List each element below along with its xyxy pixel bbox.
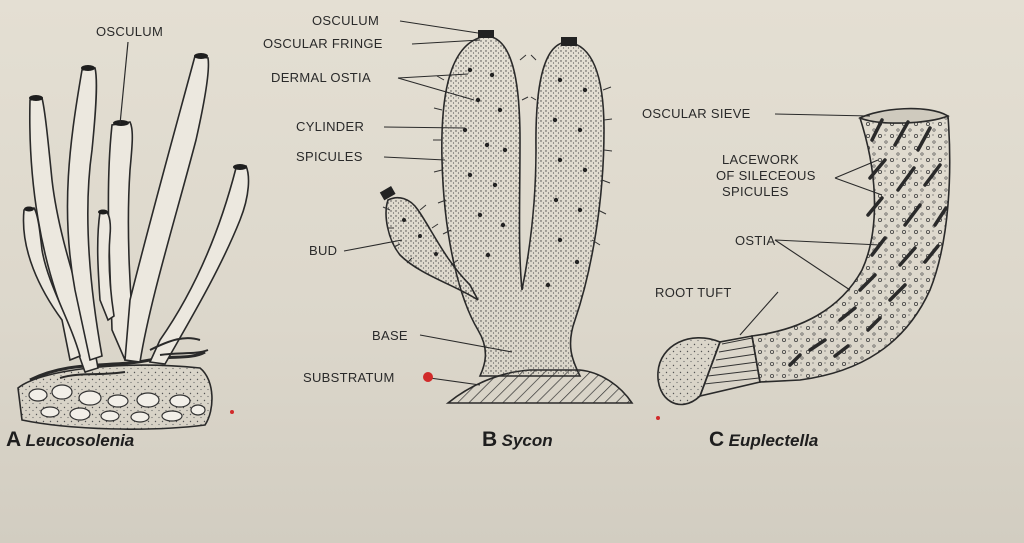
tube-4 [124, 55, 210, 363]
label-oscular-sieve: OSCULAR SIEVE [642, 106, 751, 121]
label-substratum: SUBSTRATUM [303, 370, 395, 385]
red-ink-mark-c [656, 416, 660, 420]
label-lacework: LACEWORK OF SILECEOUS SPICULES [716, 152, 816, 200]
label-base: BASE [372, 328, 408, 343]
red-ink-mark-a [230, 410, 234, 414]
caption-c-letter: C [709, 428, 725, 451]
tube-2 [66, 67, 103, 362]
leucosolenia-drawing [17, 41, 250, 430]
caption-c-name: Euplectella [728, 431, 819, 450]
euplectella-drawing [657, 107, 951, 406]
sycon-body [441, 35, 605, 377]
label-dermal-ostia: DERMAL OSTIA [271, 70, 371, 85]
label-oscular-fringe: OSCULAR FRINGE [263, 36, 383, 51]
caption-a-letter: A [6, 428, 22, 451]
caption-b-name: Sycon [501, 431, 553, 450]
label-root-tuft: ROOT TUFT [655, 285, 732, 300]
tube-5 [148, 165, 250, 365]
red-ink-mark [423, 372, 433, 382]
label-osculum-a: OSCULUM [96, 24, 164, 39]
sycon-bud [385, 196, 479, 301]
caption-a: A Leucosolenia [6, 428, 134, 452]
caption-b-letter: B [482, 428, 498, 451]
label-lacework-line1: LACEWORK [722, 152, 799, 167]
label-bud: BUD [309, 243, 338, 258]
label-osculum-b: OSCULUM [312, 13, 380, 28]
label-spicules: SPICULES [296, 149, 363, 164]
sycon-drawing [343, 20, 634, 404]
caption-b: B Sycon [482, 428, 553, 452]
caption-c: C Euplectella [709, 428, 818, 452]
label-cylinder: CYLINDER [296, 119, 365, 134]
tube-7 [96, 210, 115, 322]
label-lacework-line3: SPICULES [722, 184, 789, 199]
label-lacework-line2: OF SILECEOUS [716, 168, 816, 183]
label-ostia: OSTIA [735, 233, 776, 248]
caption-a-name: Leucosolenia [25, 431, 135, 450]
tube-6 [22, 207, 81, 362]
